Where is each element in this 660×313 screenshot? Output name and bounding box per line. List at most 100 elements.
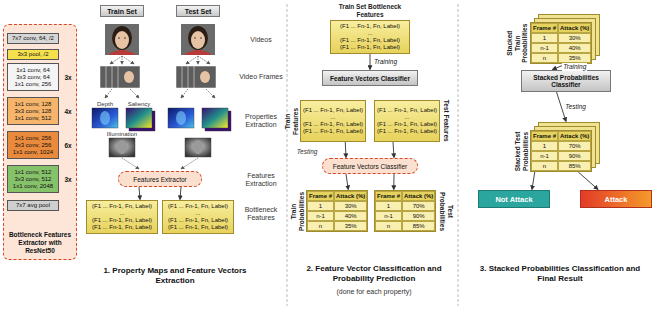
- feature-row: (F1 ... Fn-1, Fn, Label): [302, 128, 364, 135]
- feature-table: (F1 ... Fn-1, Fn, Label)...(F1 ... Fn-1,…: [330, 20, 410, 54]
- edge-label: Training: [562, 63, 587, 71]
- box-label: 3x3 conv, 128: [15, 108, 52, 115]
- feature-row: (F1 ... Fn-1, Fn, Label): [88, 224, 156, 231]
- annotation-label: Properties Extraction: [238, 113, 284, 129]
- box-label: 3x3 pool, /2: [17, 51, 48, 58]
- shoulders: [108, 50, 136, 55]
- arrow-connector: [346, 174, 348, 190]
- arrow-connector: [393, 174, 394, 190]
- table-stack: Frame #Attack (%)170%n-190%n85%: [530, 122, 600, 172]
- eye: [118, 37, 120, 39]
- video-frame: [118, 66, 140, 88]
- feature-box: (F1 ... Fn-1, Fn, Label)...(F1 ... Fn-1,…: [162, 200, 234, 234]
- table-cell: n-1: [531, 151, 558, 161]
- feature-row: (F1 ... Fn-1, Fn, Label): [164, 224, 232, 231]
- eye: [124, 37, 126, 39]
- arrow-connector: [180, 187, 181, 200]
- panel-title: Bottleneck Features Extractor with ResNe…: [7, 231, 73, 255]
- box-label: 1x1 conv, 1024: [13, 149, 53, 156]
- table-cell: n: [375, 221, 402, 231]
- feature-row: (F1 ... Fn-1, Fn, Label): [302, 121, 364, 128]
- result-box: Not Attack: [478, 190, 550, 208]
- feature-row: ...: [302, 114, 364, 121]
- box-label: Not Attack: [495, 196, 532, 203]
- flow-arrow: [122, 56, 134, 64]
- table-cell: Attack (%): [334, 191, 367, 201]
- annotation-label: 3x: [61, 74, 75, 82]
- table-cell: 70%: [558, 141, 591, 151]
- table-cell: Attack (%): [558, 131, 591, 141]
- table-cell: 90%: [558, 151, 591, 161]
- feature-row: (F1 ... Fn-1, Fn, Label): [376, 107, 438, 114]
- saliency-map: [126, 108, 152, 128]
- table-cell: 35%: [558, 53, 591, 63]
- annotation-label: Illumination: [100, 130, 144, 138]
- column-illustration: [168, 24, 231, 157]
- video-frame: [105, 24, 139, 55]
- probability-table: Frame #Attack (%)170%n-190%n85%Test Prob…: [374, 190, 453, 232]
- feature-row: ...: [88, 210, 156, 217]
- face: [124, 71, 134, 83]
- result-box: Attack: [580, 190, 652, 208]
- arrow-connector: [370, 54, 371, 70]
- feature-row: (F1 ... Fn-1, Fn, Label): [302, 107, 364, 114]
- depth-map: [92, 108, 118, 128]
- feature-table: (F1 ... Fn-1, Fn, Label)...(F1 ... Fn-1,…: [300, 100, 366, 142]
- arrow-connector: [578, 172, 598, 190]
- group-heading: Stacked Train Probabilities: [505, 22, 528, 64]
- edge-label: Testing: [564, 103, 587, 111]
- table-cell: Attack (%): [558, 23, 591, 33]
- annotation-label: (done for each property): [296, 288, 452, 296]
- feature-box: Train Set Bottleneck Features(F1 ... Fn-…: [330, 3, 410, 54]
- box-label: Feature Vectors Classifier: [330, 75, 410, 82]
- feature-row: (F1 ... Fn-1, Fn, Label): [376, 128, 438, 135]
- illumination-map: [109, 138, 135, 157]
- table-cell: Attack (%): [402, 191, 435, 201]
- table-cell: 85%: [558, 161, 591, 171]
- probability-table: Frame #Attack (%)130%n-140%n35%Stacked T…: [505, 14, 600, 64]
- feature-row: (F1 ... Fn-1, Fn, Label): [164, 203, 232, 210]
- annotation-label: Saliency: [122, 100, 156, 108]
- table-cell: n: [531, 161, 558, 171]
- probability-grid: Frame #Attack (%)170%n-190%n85%: [530, 130, 592, 172]
- extractor-box: Feature Vectors Classifier: [322, 158, 418, 174]
- table-cell: 40%: [558, 43, 591, 53]
- feature-row: (F1 ... Fn-1, Fn, Label): [332, 44, 408, 51]
- table-cell: 85%: [402, 221, 435, 231]
- table-cell: 1: [531, 141, 558, 151]
- box-label: Train Set: [107, 8, 137, 15]
- box-label: 3x3 conv, 64: [16, 74, 50, 81]
- annotation-label: 3x: [61, 176, 75, 184]
- probability-table: Frame #Attack (%)130%n-140%n35%Train Pro…: [289, 190, 368, 232]
- table-cell: Frame #: [307, 191, 334, 201]
- feature-row: (F1 ... Fn-1, Fn, Label): [332, 23, 408, 30]
- feature-row: (F1 ... Fn-1, Fn, Label): [88, 217, 156, 224]
- illumination-face: [117, 140, 127, 154]
- table-cell: 1: [307, 201, 334, 211]
- probability-table: Frame #Attack (%)170%n-190%n85%Stacked T…: [513, 122, 600, 172]
- set-header: Test Set: [176, 5, 220, 17]
- arrow-connector: [532, 172, 535, 190]
- table-cell: 70%: [402, 201, 435, 211]
- box-label: 1x1 conv, 256: [15, 81, 52, 88]
- annotation-label: 4x: [61, 108, 75, 116]
- box-label: 1x1 conv, 256: [15, 135, 52, 142]
- flow-arrow: [105, 89, 112, 98]
- feature-row: ...: [332, 30, 408, 37]
- layer-box: 7x7 conv, 64, /2: [7, 33, 59, 44]
- table-stack: Frame #Attack (%)130%n-140%n35%: [530, 14, 600, 64]
- annotation-label: Features Extraction: [238, 172, 284, 188]
- box-label: 1x1 conv, 512: [15, 115, 52, 122]
- layer-box: 1x1 conv, 5123x3 conv, 5121x1 conv, 2048: [7, 165, 59, 193]
- column-illustration: [92, 24, 155, 157]
- flow-arrow: [181, 158, 198, 169]
- annotation-label: 6x: [61, 142, 75, 150]
- table-cell: 30%: [558, 33, 591, 43]
- annotation-label: 2. Feature Vector Classification and Pro…: [296, 264, 452, 284]
- arrow-connector: [139, 187, 140, 200]
- panel-separator: [458, 4, 459, 306]
- feature-row: ...: [164, 210, 232, 217]
- table-cell: Frame #: [375, 191, 402, 201]
- depth-face: [100, 111, 110, 125]
